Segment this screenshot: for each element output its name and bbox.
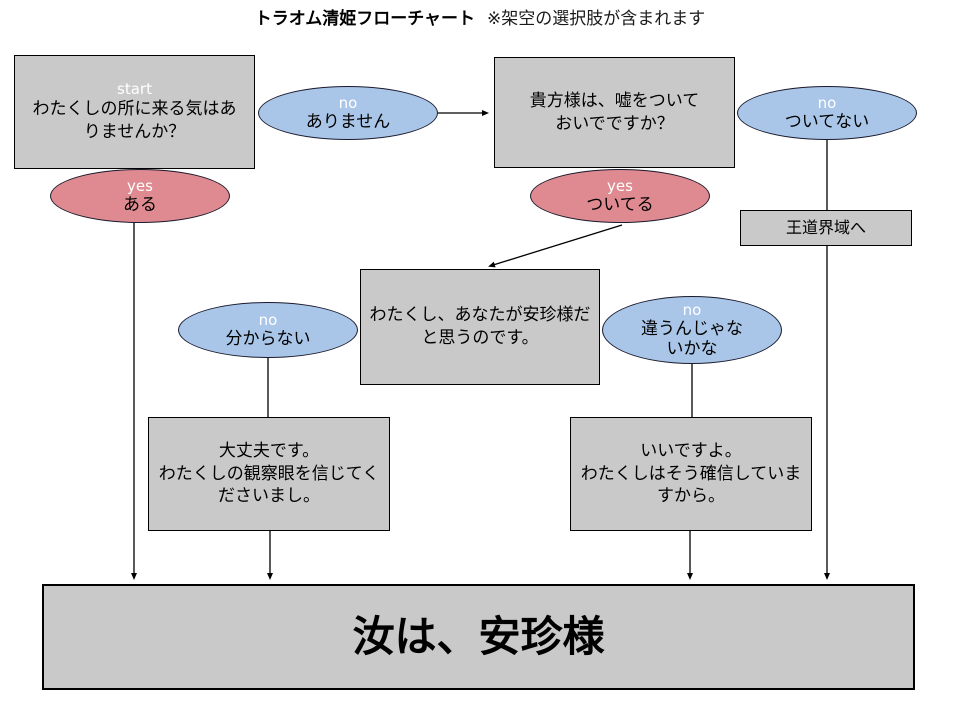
no-tsuitenai-text: ついてない bbox=[784, 111, 870, 132]
node-oudou-box: 王道界域へ bbox=[740, 210, 912, 246]
node-anchin-box: わたくし、あなたが安珍様だ と思うのです。 bbox=[360, 269, 600, 385]
no-arimasen-text: ありません bbox=[305, 111, 391, 132]
anchin-box-text: わたくし、あなたが安珍様だ と思うのです。 bbox=[369, 305, 591, 348]
node-daijoubu-box: 大丈夫です。 わたくしの観察眼を信じてく ださいまし。 bbox=[148, 417, 390, 531]
node-iidesuyo-box: いいですよ。 わたくしはそう確信していま すから。 bbox=[570, 417, 812, 531]
node-no-arimasen: no ありません bbox=[258, 86, 438, 140]
edge-yes-tsuiteru-to-anchin-box bbox=[488, 224, 623, 268]
node-final-box: 汝は、安珍様 bbox=[42, 584, 915, 690]
no-chigau-tag: no bbox=[682, 300, 702, 319]
node-start-box: start わたくしの所に来る気はあ りませんか？ bbox=[14, 55, 255, 169]
node-no-tsuitenai: no ついてない bbox=[737, 86, 917, 140]
no-wakaranai-text: 分からない bbox=[225, 328, 311, 349]
daijoubu-box-text: 大丈夫です。 わたくしの観察眼を信じてく ださいまし。 bbox=[158, 440, 380, 507]
node-no-wakaranai: no 分からない bbox=[178, 302, 358, 358]
final-box-text: 汝は、安珍様 bbox=[352, 611, 605, 661]
yes-tsuiteru-text: ついてる bbox=[586, 194, 654, 215]
start-box-tag: start bbox=[117, 80, 152, 99]
no-tsuitenai-tag: no bbox=[817, 93, 837, 112]
no-wakaranai-tag: no bbox=[258, 310, 278, 329]
yes-tsuiteru-tag: yes bbox=[607, 176, 633, 195]
title-note-text: ※架空の選択肢が含まれます bbox=[487, 9, 706, 29]
oudou-box-text: 王道界域へ bbox=[785, 218, 866, 238]
no-chigau-text: 違うんじゃな いかな bbox=[641, 318, 743, 359]
iidesuyo-box-text: いいですよ。 わたくしはそう確信していま すから。 bbox=[580, 440, 802, 507]
title-main-text: トラオム清姫フローチャート bbox=[254, 9, 476, 29]
start-box-text: わたくしの所に来る気はあ りませんか？ bbox=[32, 99, 237, 142]
yes-aru-tag: yes bbox=[127, 176, 153, 195]
node-lie-box: 貴方様は、嘘をついて おいでですか？ bbox=[494, 57, 735, 168]
no-arimasen-tag: no bbox=[338, 93, 358, 112]
node-yes-aru: yes ある bbox=[50, 169, 230, 223]
yes-aru-text: ある bbox=[123, 194, 157, 215]
node-no-chigau: no 違うんじゃな いかな bbox=[602, 296, 782, 364]
node-yes-tsuiteru: yes ついてる bbox=[530, 169, 710, 223]
lie-box-text: 貴方様は、嘘をついて おいでですか？ bbox=[529, 90, 700, 134]
page-title: トラオム清姫フローチャート ※架空の選択肢が含まれます bbox=[0, 8, 960, 30]
